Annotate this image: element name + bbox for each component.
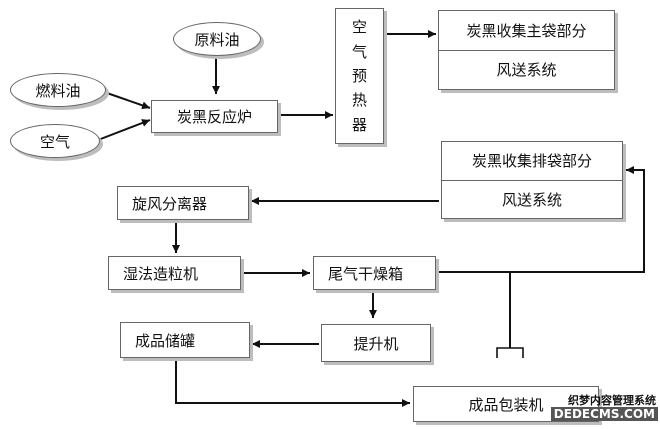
watermark-text: 织梦内容管理系统 <box>568 394 656 407</box>
main-bag-bottom: 风送系统 <box>496 61 557 80</box>
arrow-storage-to-packaging <box>175 358 410 407</box>
exhaust-bag-top: 炭黑收集排袋部分 <box>442 142 622 181</box>
return-pipe-cap <box>496 347 524 358</box>
preheater-char-4: 热 <box>351 91 367 110</box>
node-air: 空气 <box>10 124 100 158</box>
node-exhaust-bag: 炭黑收集排袋部分 风送系统 <box>441 141 623 219</box>
node-preheater: 空 气 预 热 器 <box>335 8 384 144</box>
node-dryer-label: 尾气干燥箱 <box>328 264 404 283</box>
preheater-char-3: 预 <box>351 66 367 85</box>
node-storage-tank: 成品储罐 <box>120 322 250 358</box>
node-raw-oil-label: 原料油 <box>194 30 240 49</box>
main-bag-top: 炭黑收集主袋部分 <box>439 11 614 51</box>
arrow-fuel-oil-to-furnace <box>103 91 151 110</box>
node-cyclone-label: 旋风分离器 <box>132 194 208 213</box>
arrow-dryer-to-exhaust-bag <box>437 166 645 273</box>
node-granulator-label: 湿法造粒机 <box>123 264 199 283</box>
node-storage-tank-label: 成品储罐 <box>135 331 196 350</box>
node-main-bag: 炭黑收集主袋部分 风送系统 <box>438 10 615 90</box>
node-furnace: 炭黑反应炉 <box>151 100 278 133</box>
watermark-site: DEDECMS.COM <box>550 407 658 421</box>
node-furnace-label: 炭黑反应炉 <box>176 108 252 126</box>
preheater-char-1: 空 <box>351 18 367 37</box>
node-packaging-label: 成品包装机 <box>468 395 544 414</box>
node-elevator: 提升机 <box>321 324 431 362</box>
node-cyclone: 旋风分离器 <box>117 186 249 220</box>
node-granulator: 湿法造粒机 <box>108 256 241 290</box>
node-raw-oil: 原料油 <box>173 22 261 56</box>
node-air-label: 空气 <box>39 132 70 151</box>
preheater-char-5: 器 <box>351 115 367 134</box>
exhaust-bag-bottom: 风送系统 <box>501 190 562 209</box>
node-fuel-oil-label: 燃料油 <box>35 81 81 100</box>
arrow-air-to-furnace <box>97 119 151 141</box>
node-elevator-label: 提升机 <box>353 334 399 353</box>
preheater-char-2: 气 <box>351 42 367 61</box>
node-fuel-oil: 燃料油 <box>10 73 106 107</box>
node-dryer: 尾气干燥箱 <box>313 256 436 290</box>
